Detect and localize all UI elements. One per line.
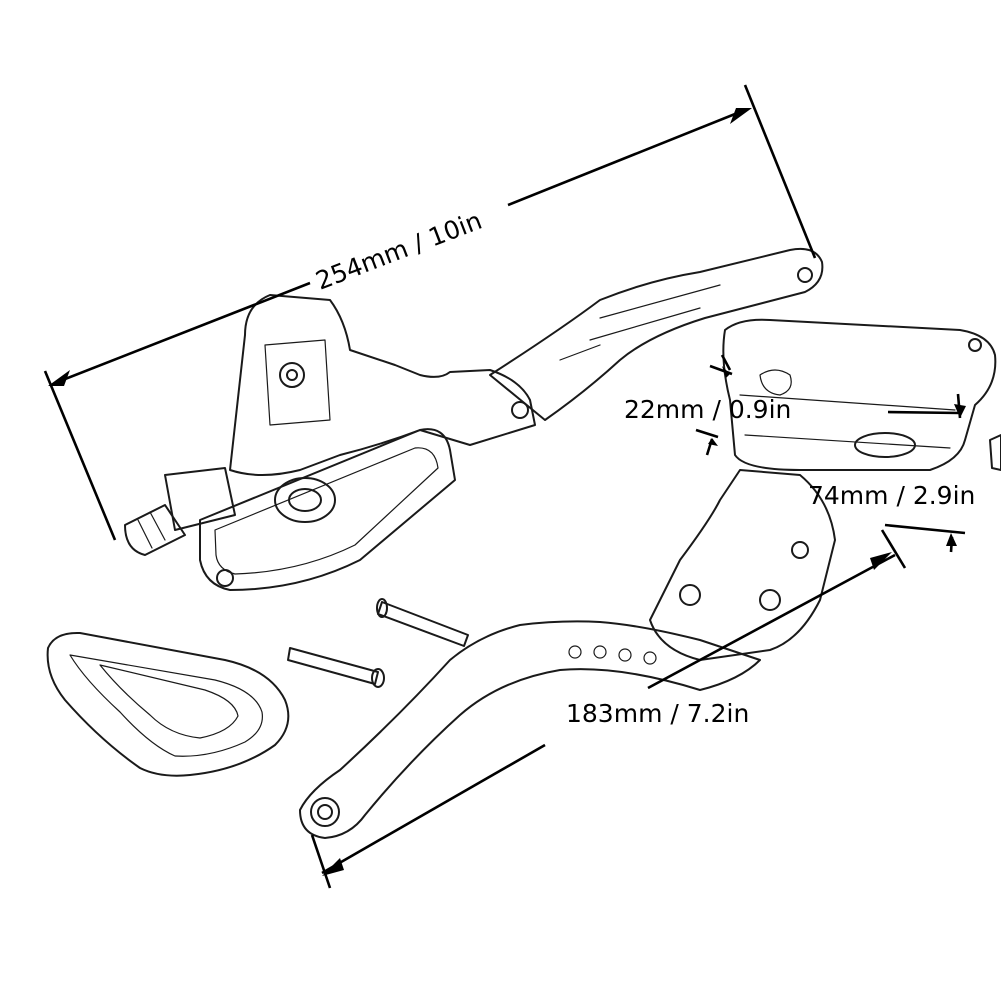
dimension-label-clutch-length: 254mm / 10in	[312, 206, 486, 296]
reservoir-cap	[46, 631, 290, 777]
dimension-clutch-length	[43, 84, 817, 541]
dimension-label-reservoir-width: 74mm / 2.9in	[808, 481, 975, 510]
screw-lower	[287, 647, 385, 688]
clutch-lever-assembly	[124, 247, 824, 591]
dimension-label-brake-length: 183mm / 7.2in	[566, 699, 749, 728]
dimension-label-reservoir-height: 22mm / 0.9in	[624, 395, 791, 424]
screw-upper	[376, 598, 469, 647]
dimension-brake-length	[310, 529, 907, 889]
dimension-reservoir-height	[695, 354, 733, 456]
dimension-reservoir-width	[884, 393, 966, 553]
brake-lever-assembly	[299, 318, 1001, 839]
